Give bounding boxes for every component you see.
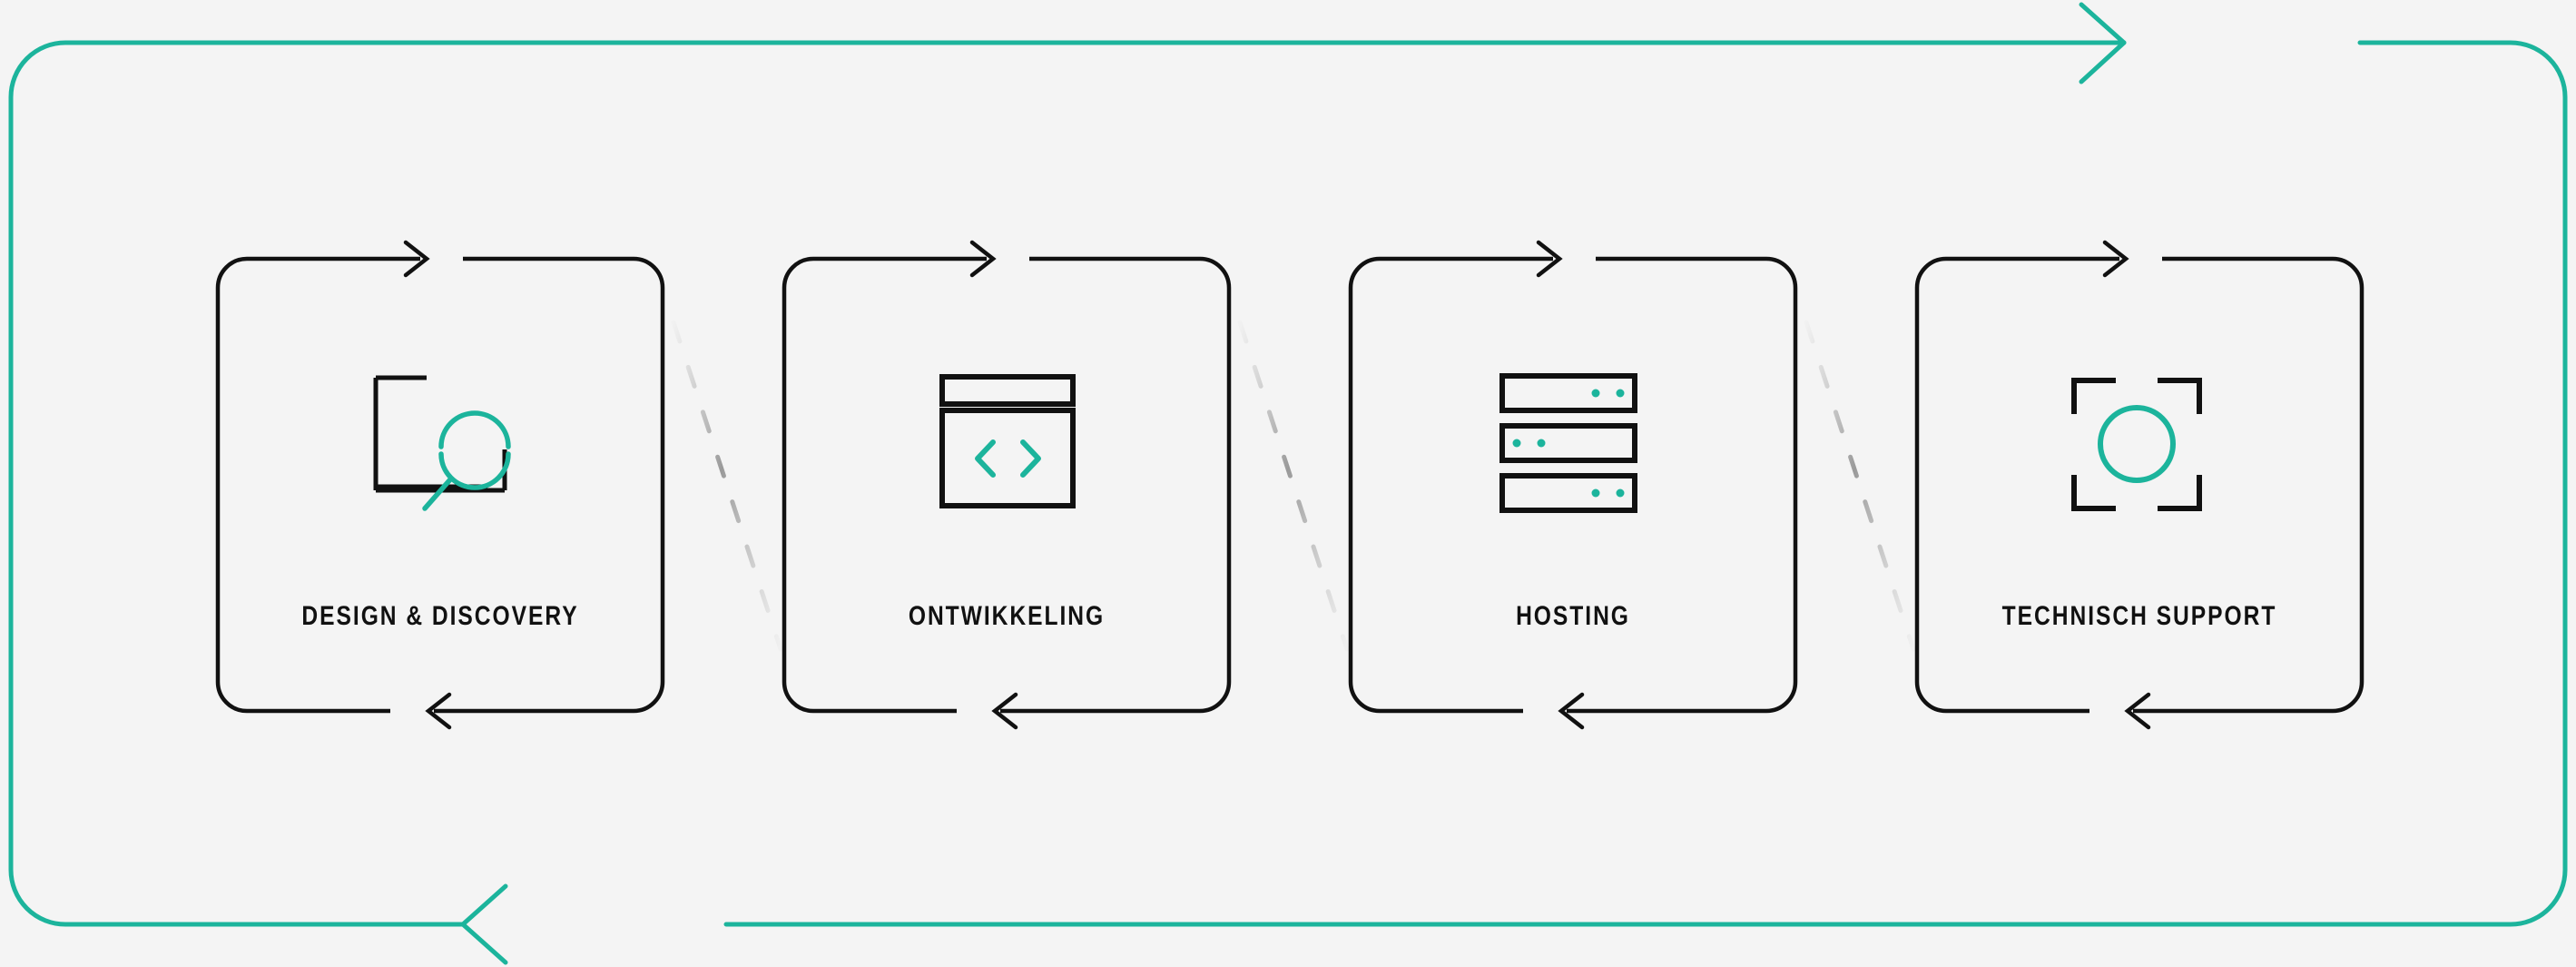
- loop-top-arrowhead-icon: [2079, 2, 2127, 84]
- card-1-outline-top-left: [215, 256, 420, 714]
- step-3-label: HOSTING: [1516, 601, 1630, 631]
- step-2-label: ONTWIKKELING: [908, 601, 1106, 631]
- card-4-outline-bottom-right: [2133, 256, 2365, 714]
- card-3-top-chevron-right-icon: [1536, 240, 1563, 278]
- server-led: [1591, 488, 1600, 498]
- card-3-bottom-chevron-left-icon: [1558, 692, 1585, 730]
- focus-corner-bottom-right: [2158, 475, 2202, 511]
- connector-step3-step4: [1804, 320, 1916, 652]
- magnifier-handle: [422, 476, 454, 511]
- card-3-outline-top-left: [1348, 256, 1553, 714]
- browser-titlebar: [939, 374, 1076, 407]
- server-led: [1512, 439, 1521, 448]
- server-rack-icon: [1499, 373, 1637, 513]
- server-led: [1616, 389, 1625, 398]
- code-bracket-left: [975, 439, 996, 478]
- server-unit-3: [1499, 473, 1637, 513]
- card-2-outline-top-left: [782, 256, 987, 714]
- server-unit-2: [1499, 423, 1637, 463]
- focus-target-circle: [2098, 405, 2176, 483]
- focus-corner-bottom-left: [2071, 475, 2116, 511]
- browser-body: [939, 408, 1076, 508]
- connector-step2-step3: [1237, 320, 1350, 652]
- server-led: [1591, 389, 1600, 398]
- card-1-bottom-chevron-left-icon: [425, 692, 452, 730]
- focus-corner-top-right: [2158, 378, 2202, 414]
- step-1-label: DESIGN & DISCOVERY: [301, 601, 579, 631]
- magnifier-lens: [438, 410, 511, 449]
- card-4-top-chevron-right-icon: [2102, 240, 2129, 278]
- connector-step1-step2: [671, 320, 783, 652]
- server-unit-1: [1499, 373, 1637, 413]
- step-4-label: TECHNISCH SUPPORT: [2001, 601, 2277, 631]
- card-4-bottom-chevron-left-icon: [2124, 692, 2151, 730]
- loop-bottom-arrowhead-icon: [460, 883, 508, 965]
- card-3-outline-bottom-right: [1567, 256, 1798, 714]
- loop-right-edge: [723, 40, 2568, 927]
- card-4-outline-top-left: [1914, 256, 2119, 714]
- card-2-bottom-chevron-left-icon: [991, 692, 1018, 730]
- card-1-outline-bottom-right: [434, 256, 665, 714]
- card-1-top-chevron-right-icon: [403, 240, 430, 278]
- magnifier-in-frame-icon: [373, 375, 511, 511]
- server-led: [1616, 488, 1625, 498]
- card-2-top-chevron-right-icon: [969, 240, 997, 278]
- card-2-outline-bottom-right: [1000, 256, 1232, 714]
- focus-target-icon: [2071, 378, 2202, 511]
- server-led: [1537, 439, 1546, 448]
- code-bracket-right: [1020, 439, 1041, 478]
- loop-left-edge: [8, 40, 2127, 927]
- code-browser-window-icon: [939, 374, 1076, 508]
- focus-corner-top-left: [2071, 378, 2116, 414]
